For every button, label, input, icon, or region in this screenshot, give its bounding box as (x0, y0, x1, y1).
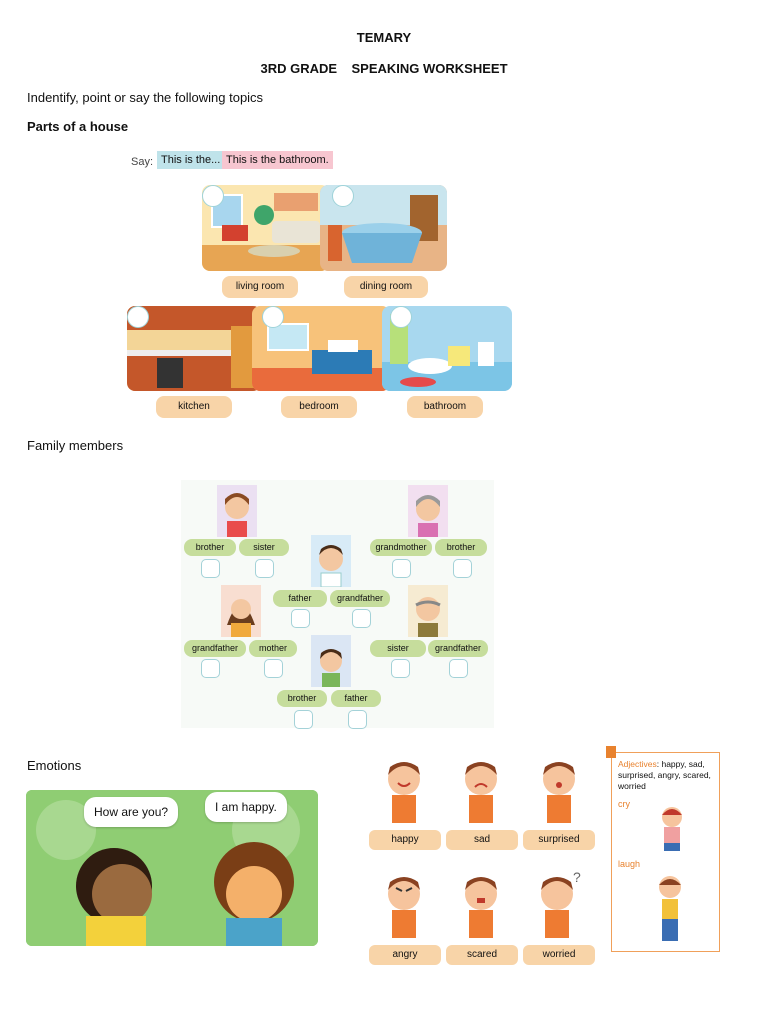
portrait-mother (221, 585, 261, 637)
family-heading: Family members (27, 438, 124, 453)
label-bathroom: bathroom (407, 396, 483, 418)
checkbox-dining-room[interactable] (332, 185, 354, 207)
kid-worried-image: ? (527, 869, 591, 940)
vocab-cry-label: cry (618, 799, 630, 809)
answer-box[interactable] (264, 659, 283, 678)
happy-kids-image (26, 790, 318, 946)
kid-sad-image (449, 755, 513, 825)
checkbox-kitchen[interactable] (127, 306, 149, 328)
speech-bubble-answer: I am happy. (205, 792, 287, 822)
vocab-adjectives-label: Adjectives (618, 759, 657, 769)
worksheet-subtitle: 3RD GRADE SPEAKING WORKSHEET (260, 61, 508, 76)
pill-brother-1: brother (184, 539, 236, 556)
checkbox-bathroom[interactable] (390, 306, 412, 328)
pill-grandfather-2: grandfather (184, 640, 246, 657)
label-happy: happy (369, 830, 441, 850)
label-living-room: living room (222, 276, 298, 298)
portrait-boy (311, 635, 351, 687)
worksheet-title: TEMARY (356, 30, 412, 45)
answer-box[interactable] (291, 609, 310, 628)
label-angry: angry (369, 945, 441, 965)
label-dining-room: dining room (344, 276, 428, 298)
speech-bubble-question: How are you? (84, 797, 179, 827)
label-kitchen: kitchen (156, 396, 232, 418)
kid-angry-image (372, 870, 436, 940)
instructions: Indentify, point or say the following to… (27, 90, 264, 105)
answer-box[interactable] (352, 609, 371, 628)
kid-happy-image (372, 755, 436, 825)
kid-scared-image (449, 870, 513, 940)
portrait-father (311, 535, 351, 588)
emotions-heading: Emotions (27, 758, 82, 773)
label-sad: sad (446, 830, 518, 850)
answer-box[interactable] (348, 710, 367, 729)
answer-box[interactable] (449, 659, 468, 678)
checkbox-living-room[interactable] (202, 185, 224, 207)
pill-brother-2: brother (435, 539, 487, 556)
label-worried: worried (523, 945, 595, 965)
book-icon (606, 746, 616, 758)
answer-box[interactable] (201, 659, 220, 678)
kitchen-image (127, 306, 261, 391)
svg-text:?: ? (573, 870, 581, 885)
crying-girl-image (652, 803, 692, 853)
checkbox-bedroom[interactable] (262, 306, 284, 328)
portrait-girl (217, 485, 257, 537)
answer-box[interactable] (294, 710, 313, 729)
portrait-grandfather (408, 585, 448, 637)
pill-brother-3: brother (277, 690, 327, 707)
laughing-boy-image (648, 871, 692, 945)
say-example: This is the... (157, 151, 225, 169)
vocabulary-panel: Adjectives: happy, sad, surprised, angry… (611, 752, 720, 952)
answer-box[interactable] (201, 559, 220, 578)
pill-grandmother-1: grandmother (370, 539, 432, 556)
vocab-adjectives-text: : happy, sad, surprised, angry, scared, … (618, 759, 711, 791)
answer-box[interactable] (453, 559, 472, 578)
vocab-adjectives: Adjectives: happy, sad, surprised, angry… (618, 759, 714, 792)
pill-grandfather-1: grandfather (330, 590, 390, 607)
say-answer: This is the bathroom. (222, 151, 333, 169)
pill-sister-1: sister (239, 539, 289, 556)
pill-mother: mother (249, 640, 297, 657)
portrait-grandmother (408, 485, 448, 537)
say-label: Say: (131, 156, 154, 168)
label-bedroom: bedroom (281, 396, 357, 418)
answer-box[interactable] (391, 659, 410, 678)
label-surprised: surprised (523, 830, 595, 850)
answer-box[interactable] (392, 559, 411, 578)
answer-box[interactable] (255, 559, 274, 578)
pill-father-1: father (273, 590, 327, 607)
vocab-laugh-label: laugh (618, 859, 641, 869)
living-room-image (202, 185, 329, 271)
pill-father-2: father (331, 690, 381, 707)
house-heading: Parts of a house (27, 119, 129, 134)
label-scared: scared (446, 945, 518, 965)
kid-surprised-image (527, 755, 591, 825)
pill-sister-2: sister (370, 640, 426, 657)
pill-grandfather-3: grandfather (428, 640, 488, 657)
